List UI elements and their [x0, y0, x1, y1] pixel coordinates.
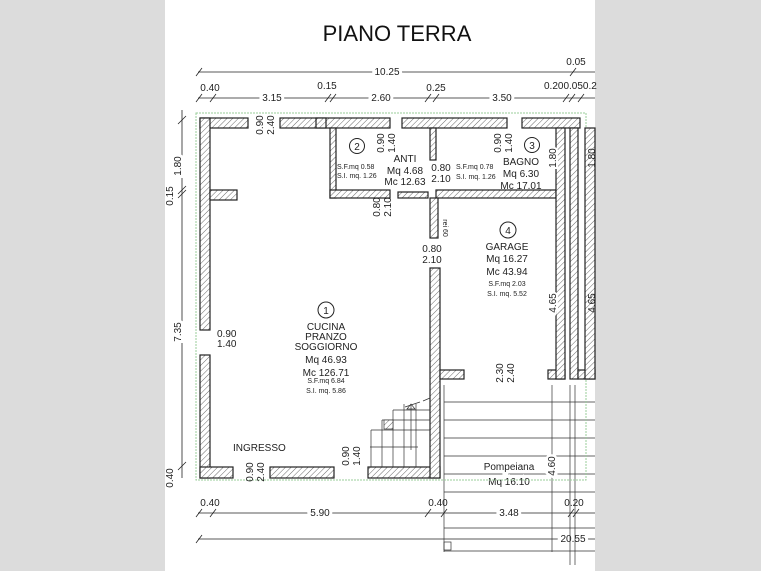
- room-name: GARAGE: [486, 242, 529, 253]
- opening-height: 2.40: [256, 462, 267, 482]
- dim-left: 0.40: [165, 468, 176, 488]
- opening-width: 0.90: [217, 329, 237, 340]
- dim-bottom-seg: 0.40: [200, 498, 220, 509]
- dim-bottom-seg: 3.48: [499, 508, 519, 519]
- dim-top-right: 0.05: [566, 57, 586, 68]
- opening-width: 0.90: [493, 133, 504, 153]
- room-area: Mq 6.30: [503, 169, 540, 180]
- room-sf: S.F.mq 0.58: [337, 164, 374, 171]
- dim-top-seg: 2.60: [371, 93, 391, 104]
- opening-width: 2.30: [495, 363, 506, 383]
- entrance-label: INGRESSO: [233, 443, 286, 454]
- room-si: S.I. mq. 1.26: [337, 173, 377, 180]
- room-1[interactable]: 1 CUCINA PRANZO SOGGIORNO Mq 46.93 Mc 12…: [295, 301, 358, 395]
- dim-right: 4.65: [548, 293, 559, 313]
- room-2[interactable]: 2 ANTI Mq 4.68 Mc 12.63 S.F.mq 0.58 S.I.…: [337, 138, 426, 189]
- dimension-lines: 10.25 0.05 0.40 3.15 0.15 2.60 0.25 3.50…: [165, 57, 597, 548]
- pompeiana-label: Pompeiana: [484, 462, 535, 473]
- room-area: Mq 16.27: [486, 254, 528, 265]
- plan-title: PIANO TERRA: [323, 21, 472, 46]
- dim-top-seg: 0.25: [426, 83, 446, 94]
- opening-width: 0.90: [245, 462, 256, 482]
- staircase: [370, 397, 431, 467]
- opening-width: 0.90: [376, 133, 387, 153]
- dim-right: 1.80: [548, 148, 559, 168]
- room-sf: S.F.mq 6.84: [307, 378, 344, 385]
- room-area: Mq 46.93: [305, 355, 347, 366]
- dim-left: 1.80: [173, 156, 184, 176]
- room-number: 4: [505, 226, 511, 237]
- dim-bottom-seg: 0.20: [564, 498, 584, 509]
- dim-pompeiana: 4.60: [547, 456, 558, 476]
- dim-top-seg: 3.15: [262, 93, 282, 104]
- room-si: S.I. mq. 1.26: [456, 174, 496, 181]
- opening-height: 2.40: [266, 115, 277, 135]
- opening-width: 0.80: [372, 197, 383, 217]
- dim-top-seg: 0.15: [317, 81, 337, 92]
- room-si: S.I. mq. 5.52: [487, 291, 527, 298]
- dim-top-seg: 0.200.050.2: [544, 81, 597, 92]
- pompeiana-area: Mq 16.10: [488, 477, 530, 488]
- dim-left: 7.35: [173, 322, 184, 342]
- room-volume: Mc 126.71: [303, 368, 350, 379]
- opening-width: 0.90: [255, 115, 266, 135]
- opening-height: 1.40: [387, 133, 398, 153]
- opening-labels: 0.90 2.40 0.90 1.40 0.90 1.40 0.80 2.10 …: [217, 115, 598, 482]
- opening-width: 0.80: [431, 163, 451, 174]
- room-name: ANTI: [394, 154, 417, 165]
- room-number: 3: [529, 141, 535, 152]
- opening-height: 2.10: [422, 255, 442, 266]
- opening-height: 1.40: [352, 446, 363, 466]
- opening-height: 1.40: [504, 133, 515, 153]
- opening-width: 0.90: [341, 446, 352, 466]
- room-name: SOGGIORNO: [295, 342, 358, 353]
- opening-height: 2.10: [431, 174, 451, 185]
- room-name: BAGNO: [503, 157, 539, 168]
- room-area: Mq 4.68: [387, 166, 424, 177]
- room-number: 2: [354, 142, 360, 153]
- dim-bottom-seg: 0.40: [428, 498, 448, 509]
- opening-height: 2.10: [383, 197, 394, 217]
- room-name: PRANZO: [305, 332, 347, 343]
- dim-top-seg: 0.40: [200, 83, 220, 94]
- dim-left: 0.15: [165, 186, 176, 206]
- opening-height: 2.40: [506, 363, 517, 383]
- dim-bottom-seg: 5.90: [310, 508, 330, 519]
- fire-rating: rei 60: [441, 219, 448, 237]
- room-sf: S.F.mq 2.03: [488, 281, 525, 288]
- room-volume: Mc 12.63: [384, 177, 426, 188]
- dim-top-seg: 3.50: [492, 93, 512, 104]
- room-sf: S.F.mq 0.78: [456, 164, 493, 171]
- pompeiana-pergola: [443, 385, 595, 565]
- dim-right: 1.80: [587, 148, 598, 168]
- room-name: CUCINA: [307, 322, 346, 333]
- dim-top-total: 10.25: [374, 67, 399, 78]
- drawing-sheet: [165, 0, 595, 571]
- room-volume: Mc 17.01: [500, 181, 542, 192]
- room-4[interactable]: 4 GARAGE Mq 16.27 Mc 43.94 S.F.mq 2.03 S…: [486, 221, 529, 298]
- room-volume: Mc 43.94: [486, 267, 528, 278]
- opening-height: 1.40: [217, 339, 237, 350]
- dim-right: 4.65: [587, 293, 598, 313]
- walls: [195, 112, 596, 481]
- room-number: 1: [323, 306, 329, 317]
- dim-bottom-total: 20.55: [560, 534, 585, 545]
- room-3[interactable]: 3 BAGNO Mq 6.30 Mc 17.01 S.F.mq 0.78 S.I…: [456, 137, 542, 193]
- room-si: S.I. mq. 5.86: [306, 388, 346, 395]
- opening-width: 0.80: [422, 244, 442, 255]
